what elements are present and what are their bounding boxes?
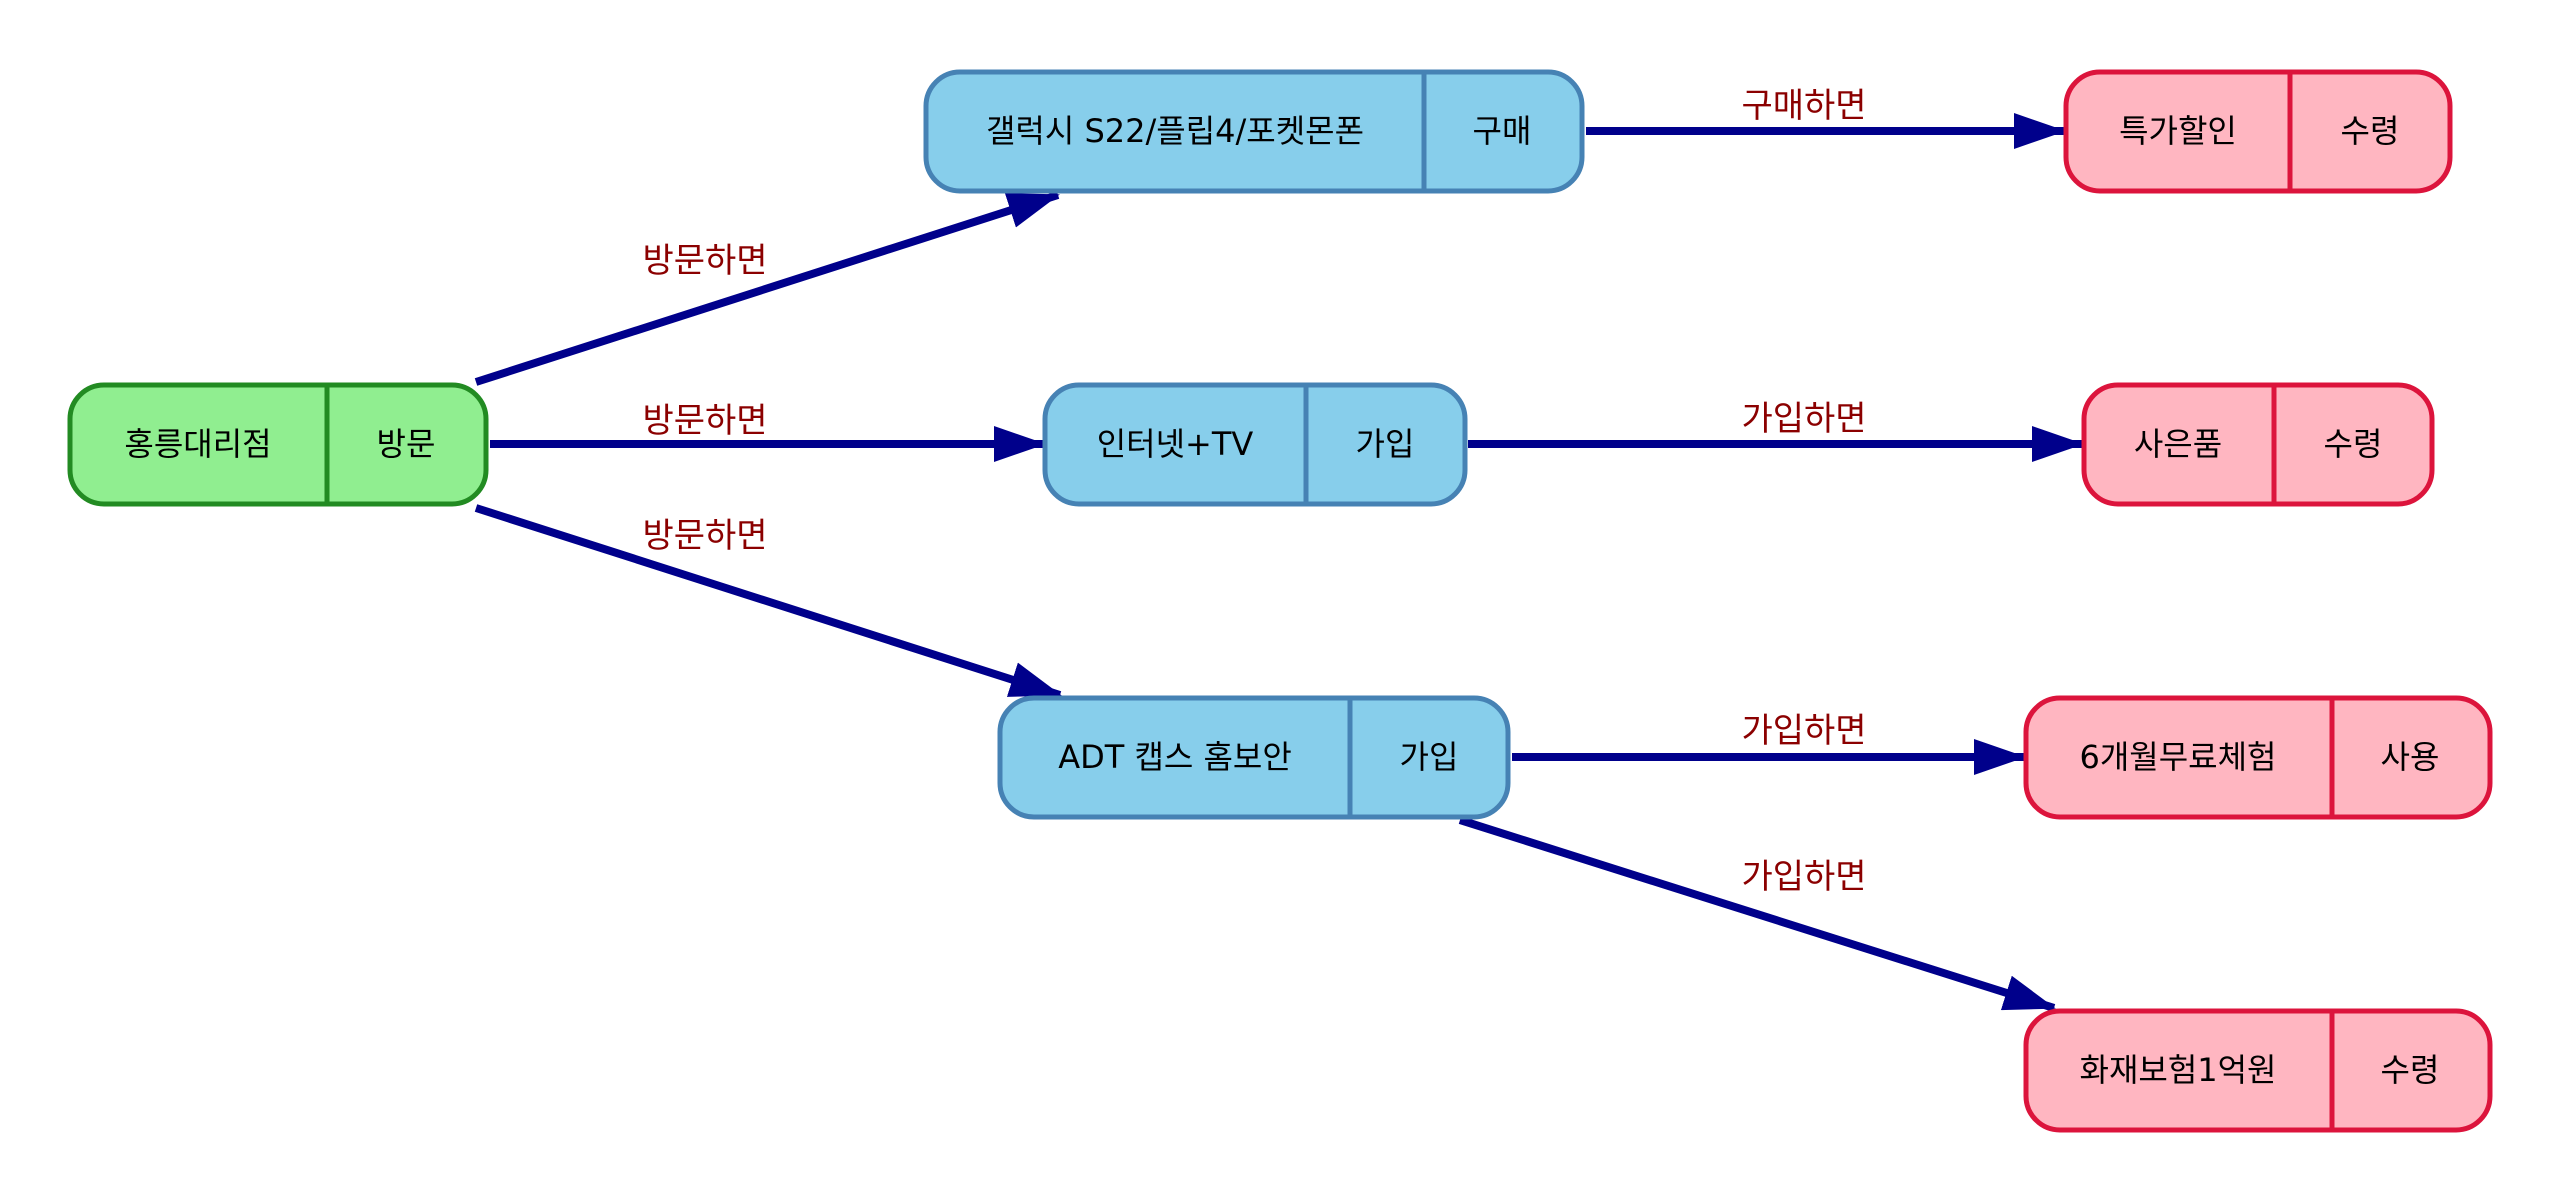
node-store: 홍릉대리점 방문 [67, 382, 489, 507]
node-gift-action: 수령 [2324, 425, 2383, 463]
edge-labels: 방문하면 방문하면 방문하면 구매하면 가입하면 가입하면 가입하면 [642, 86, 1866, 897]
node-discount: 특가할인 수령 [2063, 69, 2453, 194]
node-discount-box [2063, 69, 2453, 194]
edge-label-adt-trial: 가입하면 [1741, 711, 1866, 751]
node-internet: 인터넷+TV 가입 [1042, 382, 1468, 507]
node-galaxy-name: 갤럭시 S22/플립4/포켓몬폰 [986, 112, 1364, 150]
node-internet-action: 가입 [1356, 425, 1415, 463]
node-gift: 사은품 수령 [2081, 382, 2435, 507]
node-trial-box [2023, 695, 2493, 820]
node-galaxy-box [923, 69, 1585, 194]
node-trial-name: 6개월무료체험 [2080, 738, 2277, 776]
node-galaxy: 갤럭시 S22/플립4/포켓몬폰 구매 [923, 69, 1585, 194]
edge-label-store-galaxy: 방문하면 [642, 241, 767, 281]
edge-label-internet-gift: 가입하면 [1741, 399, 1866, 439]
node-store-box [67, 382, 489, 507]
edge-adt-insurance [1458, 816, 2056, 1012]
node-insurance: 화재보험1억원 수령 [2023, 1008, 2493, 1133]
edge-label-store-internet: 방문하면 [642, 401, 767, 441]
edge-store-galaxy [474, 191, 1060, 386]
edge-label-galaxy-discount: 구매하면 [1741, 86, 1866, 126]
node-store-name: 홍릉대리점 [124, 425, 271, 463]
node-trial: 6개월무료체험 사용 [2023, 695, 2493, 820]
node-insurance-name: 화재보험1억원 [2080, 1051, 2277, 1089]
node-galaxy-action: 구매 [1473, 112, 1532, 150]
node-adt: ADT 캡스 홈보안 가입 [997, 695, 1511, 820]
node-discount-name: 특가할인 [2119, 112, 2237, 150]
node-insurance-box [2023, 1008, 2493, 1133]
node-trial-action: 사용 [2381, 738, 2440, 776]
node-store-action: 방문 [377, 425, 436, 463]
edge-store-adt [474, 504, 1062, 699]
node-internet-box [1042, 382, 1468, 507]
node-discount-action: 수령 [2341, 112, 2400, 150]
node-adt-box [997, 695, 1511, 820]
node-insurance-action: 수령 [2381, 1051, 2440, 1089]
node-adt-name: ADT 캡스 홈보안 [1058, 738, 1292, 776]
node-gift-name: 사은품 [2134, 425, 2222, 463]
node-internet-name: 인터넷+TV [1097, 425, 1254, 463]
edge-label-store-adt: 방문하면 [642, 516, 767, 556]
node-gift-box [2081, 382, 2435, 507]
edge-label-adt-insurance: 가입하면 [1741, 857, 1866, 897]
node-adt-action: 가입 [1400, 738, 1459, 776]
edges [474, 113, 2084, 1012]
